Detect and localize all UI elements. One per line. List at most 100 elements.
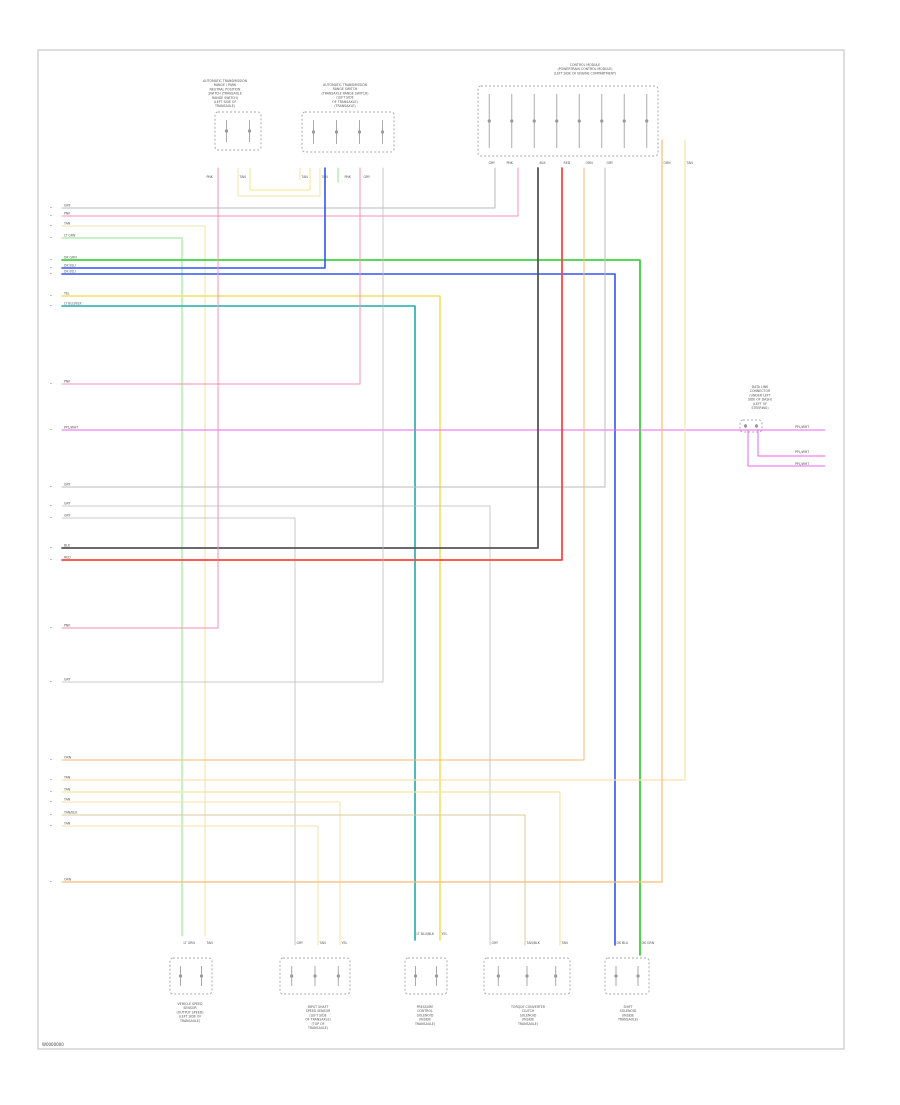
wire-label-right: PPL/WHT xyxy=(795,462,809,466)
bottom-sensor-3-description: PRESSURE xyxy=(417,1005,434,1009)
top-right-module-terminal xyxy=(532,119,536,123)
bottom-sensor-3-terminal xyxy=(413,974,418,978)
bottom-sensor-1-description: (OUTPUT SPEED) xyxy=(177,1010,204,1014)
wire-tan-24 xyxy=(61,825,319,946)
top-right-module-housing xyxy=(477,85,659,157)
wire-label-left: GRY xyxy=(64,514,70,518)
top-left-switch-description: RANGE SWITCH) xyxy=(212,96,238,100)
bottom-sensor-5-description: TRANSAXLE) xyxy=(617,1018,638,1022)
bottom-sensor-4-pin-label: TAN/BLK xyxy=(526,941,541,945)
wire-label-left: DK BLU xyxy=(64,264,76,268)
wire-label-left: YEL xyxy=(64,292,70,296)
top-left-switch-description: TRANSAXLE) xyxy=(214,104,235,108)
top-left-switch-housing xyxy=(214,111,262,151)
wire-label-group: GRY•PNK•TAN•LT GRN•DK GRN•DK BLU•DK BLU•… xyxy=(50,204,809,885)
bottom-sensor-5-terminal xyxy=(636,974,640,978)
top-right-module: CONTROL MODULE(POWERTRAIN CONTROL MODULE… xyxy=(477,63,694,165)
wire-index-marker: • xyxy=(50,206,52,210)
bottom-sensor-2-pin-label: GRY xyxy=(297,941,303,945)
wire-tan-22 xyxy=(61,801,341,946)
bottom-sensor-3-housing xyxy=(404,957,448,995)
wire-label-left: BLK xyxy=(64,544,71,548)
top-right-module-description: CONTROL MODULE xyxy=(570,63,600,67)
bottom-sensor-5-pin-label: DK GRN xyxy=(642,941,655,945)
bottom-sensor-5-description: SOLENOID xyxy=(620,1009,637,1013)
wire-tan-3 xyxy=(61,225,206,937)
top-left-switch-pin-label: TAN xyxy=(239,175,247,179)
bottom-sensor-2-description: SPEED SENSOR xyxy=(306,1009,331,1013)
wire-label-left: TAN xyxy=(63,788,71,792)
wire-dk-blu-7 xyxy=(61,273,616,946)
bottom-sensor-4-terminal xyxy=(554,974,558,978)
bottom-sensor-1-housing xyxy=(169,957,213,995)
bottom-sensor-3-description: SOLENOID xyxy=(417,1013,434,1017)
wire-gry-18 xyxy=(61,167,384,683)
top-left-switch-terminal xyxy=(224,129,229,133)
top-mid-switch-terminal xyxy=(357,130,362,134)
top-right-module-pin-label: RED xyxy=(564,161,571,165)
bottom-sensor-1-pin-label: TAN xyxy=(206,941,214,945)
bottom-sensor-2-terminal xyxy=(313,974,317,978)
wire-tan-20 xyxy=(61,139,686,781)
wire-loop-4 xyxy=(757,429,826,457)
wire-index-marker: • xyxy=(50,272,52,276)
bottom-sensor-3-description: CONTROL xyxy=(417,1009,433,1013)
top-mid-switch-description: RANGE SWITCH xyxy=(333,87,358,91)
wire-dk-blu-6 xyxy=(61,167,326,269)
right-module-description: (LEFT OF xyxy=(753,402,767,406)
wire-orn-19 xyxy=(61,167,585,761)
bottom-sensor-2-pin-label: YEL xyxy=(342,941,348,945)
top-mid-switch-pin-label: PNK xyxy=(345,175,352,179)
bottom-sensor-4-pin-label: TAN xyxy=(561,941,569,945)
wire-label-left: GRY xyxy=(64,483,70,487)
top-right-module-pin-label: TAN xyxy=(686,161,694,165)
wire-index-marker: • xyxy=(50,824,52,828)
wire-label-right: PPL/WHT xyxy=(795,450,809,454)
wire-red-16 xyxy=(61,167,563,561)
bottom-sensor-2-description: OF TRANSAXLE) xyxy=(305,1018,330,1022)
wire-pnk-10 xyxy=(61,167,361,385)
bottom-sensor-2-terminal xyxy=(336,974,340,978)
top-mid-switch-pin-label: TAN xyxy=(301,175,309,179)
wire-label-left: PPL/WHT xyxy=(64,426,78,430)
bottom-sensor-1-description: VEHICLE SPEED xyxy=(178,1002,204,1006)
right-module-housing xyxy=(739,419,763,433)
right-module-description: (UNDER LEFT xyxy=(749,393,770,397)
wire-lt-grn-4 xyxy=(61,237,183,937)
right-module-description: CONNECTOR xyxy=(750,389,771,393)
wire-gry-12 xyxy=(61,167,606,488)
top-left-switch-description: AUTOMATIC TRANSMISSION xyxy=(203,79,248,83)
bottom-sensor-4-description: SOLENOID xyxy=(520,1013,537,1017)
wire-index-marker: • xyxy=(50,214,52,218)
wire-index-marker: • xyxy=(50,304,52,308)
top-left-switch-description: (LEFT SIDE OF xyxy=(214,100,237,104)
wire-dk-grn-5 xyxy=(61,259,641,956)
wire-label-left: LT BLU/BLK xyxy=(64,302,82,306)
top-right-module-terminal xyxy=(510,119,514,123)
top-right-module-pin-label: ORN xyxy=(664,161,672,165)
wire-index-marker: • xyxy=(50,558,52,562)
wire-index-marker: • xyxy=(50,258,52,262)
wire-index-marker: • xyxy=(50,224,52,228)
bottom-sensor-5-pin-label: DK BLU xyxy=(617,941,629,945)
wire-group xyxy=(61,139,826,956)
top-left-switch-description: SWITCH (TRANSAXLE xyxy=(208,92,242,96)
bottom-sensor-4-description: (INSIDE xyxy=(522,1018,534,1022)
top-right-module-pin-label: ORN xyxy=(586,161,594,165)
bottom-sensor-3-pin-label: LT BLU/BLK xyxy=(417,932,435,936)
top-left-switch-description: NEUTRAL POSITION xyxy=(210,87,242,91)
top-right-module-description: (LEFT SIDE OF ENGINE COMPARTMENT) xyxy=(554,71,616,75)
bottom-sensor-4: TORQUE CONVERTERCLUTCHSOLENOID(INSIDETRA… xyxy=(483,941,571,1026)
wire-label-left: PNK xyxy=(64,624,71,628)
wire-label-left: GRY xyxy=(64,678,70,682)
bottom-sensor-5-description: (INSIDE xyxy=(622,1013,634,1017)
wire-index-marker: • xyxy=(50,236,52,240)
wire-index-marker: • xyxy=(50,778,52,782)
bottom-sensor-4-description: TORQUE CONVERTER xyxy=(510,1005,546,1009)
wire-index-marker: • xyxy=(50,626,52,630)
wire-label-left: PNK xyxy=(64,212,71,216)
